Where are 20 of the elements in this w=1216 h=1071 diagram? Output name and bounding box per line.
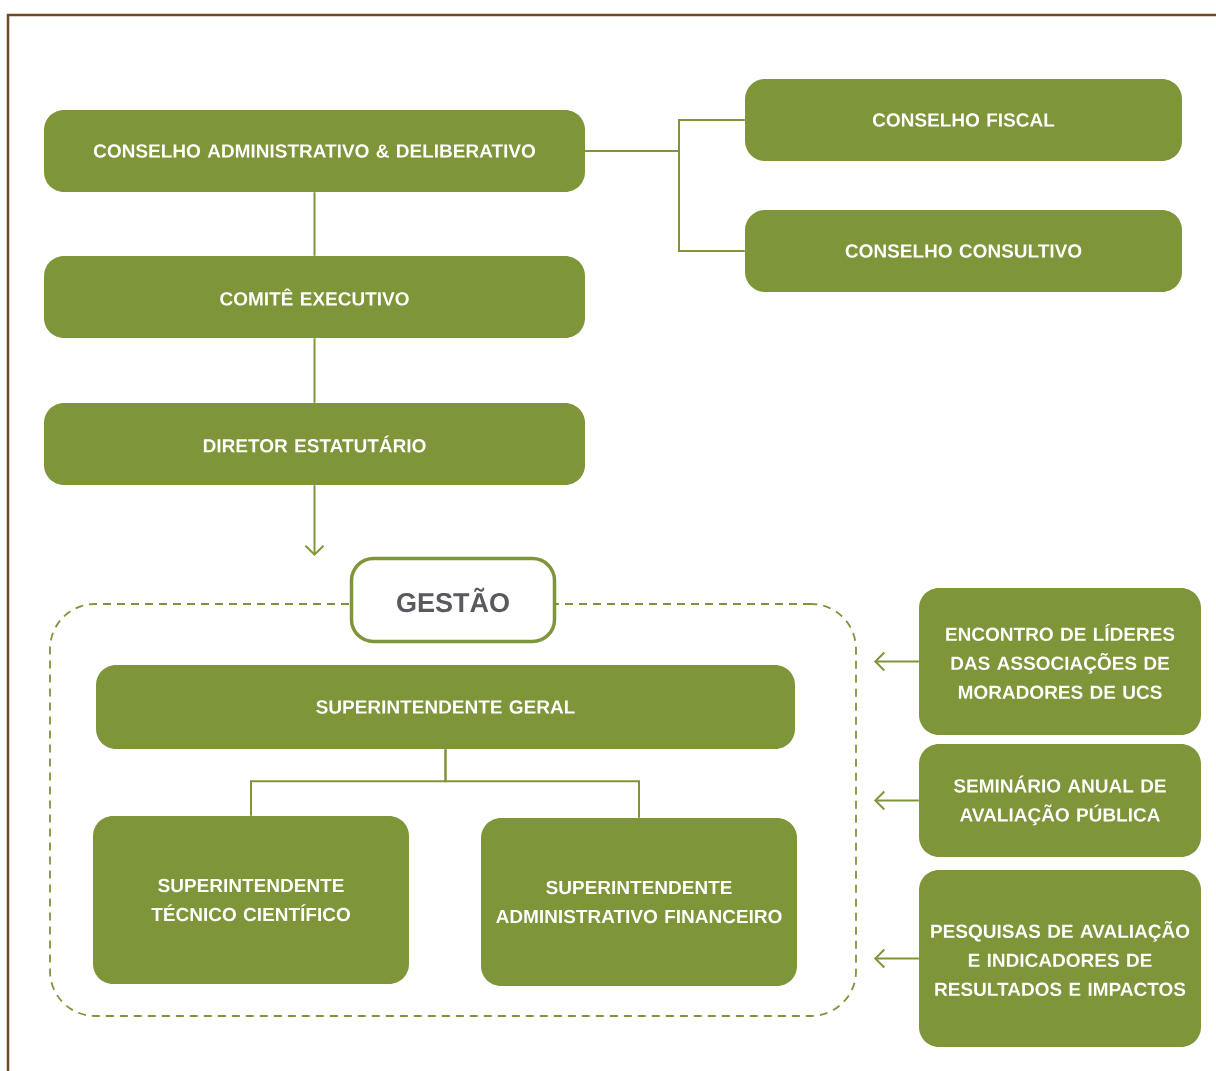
org-box: CONSELHO CONSULTIVO: [745, 210, 1182, 292]
org-box: ENCONTRO DE LÍDERES DAS ASSOCIAÇÕES DE MORADORES DE UCS: [919, 588, 1201, 735]
org-box: SUPERINTENDENTE ADMINISTRATIVO FINANCEIRO: [481, 818, 797, 986]
connector: [313, 191, 316, 257]
connector: [584, 150, 746, 252]
org-box: SUPERINTENDENTE TÉCNICO CIENTÍFICO: [93, 816, 409, 984]
org-box: CONSELHO FISCAL: [745, 79, 1182, 161]
org-box: PESQUISAS DE AVALIAÇÃO E INDICADORES DE RESULTADOS E IMPACTOS: [919, 870, 1201, 1047]
org-box: COMITÊ EXECUTIVO: [44, 256, 585, 338]
org-box: DIRETOR ESTATUTÁRIO: [44, 403, 585, 485]
org-box: CONSELHO ADMINISTRATIVO & DELIBERATIVO: [44, 110, 585, 192]
connector: [313, 337, 316, 404]
org-box: SUPERINTENDENTE GERAL: [96, 665, 795, 749]
connector: [873, 651, 920, 672]
group-title-box: GESTÃO: [349, 556, 557, 644]
connector: [304, 484, 325, 557]
org-box: SEMINÁRIO ANUAL DE AVALIAÇÃO PÚBLICA: [919, 744, 1201, 857]
connector: [873, 790, 920, 811]
connector: [444, 748, 640, 819]
connector: [873, 948, 920, 969]
